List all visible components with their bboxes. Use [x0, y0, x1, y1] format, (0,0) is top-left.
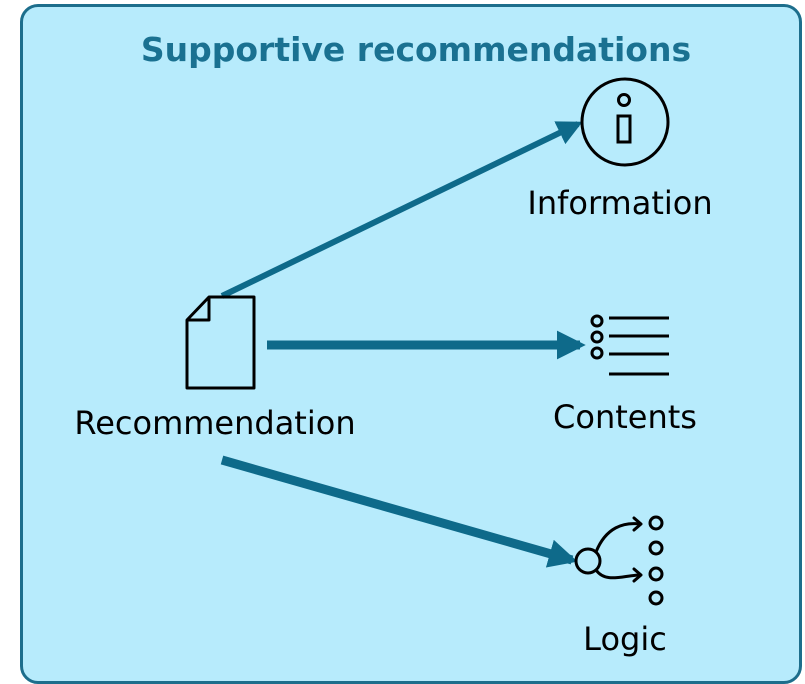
- arrow-to-logic: [220, 455, 578, 568]
- logic-label: Logic: [583, 620, 667, 658]
- info-icon: [580, 77, 670, 167]
- contents-label: Contents: [553, 398, 697, 436]
- arrow-to-information: [220, 121, 583, 299]
- diagram-title: Supportive recommendations: [140, 30, 692, 69]
- document-icon: [185, 295, 256, 390]
- recommendation-label: Recommendation: [74, 404, 356, 442]
- information-label: Information: [527, 184, 713, 222]
- logic-flow-icon: [574, 515, 664, 606]
- list-icon: [590, 314, 669, 376]
